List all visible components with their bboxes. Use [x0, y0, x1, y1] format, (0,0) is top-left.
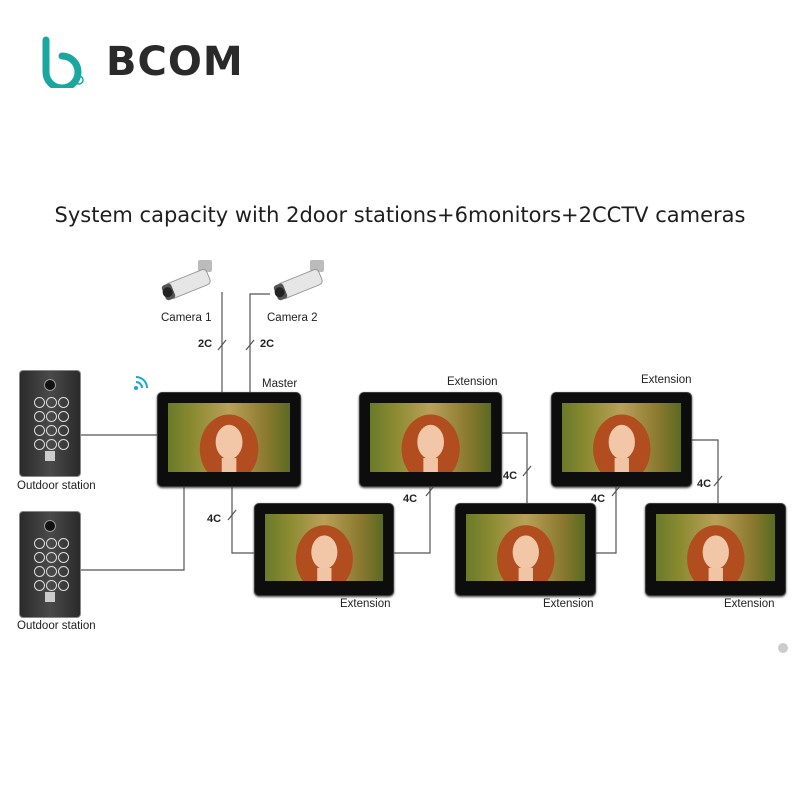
outdoor-station-1	[19, 370, 81, 477]
monitor-screen	[655, 514, 776, 582]
wire-station-2	[80, 485, 185, 571]
card-reader-icon	[45, 451, 55, 461]
cable-label-4c: 4C	[591, 493, 606, 505]
wire-master-ext1	[231, 485, 254, 554]
camera-1-label: Camera 1	[161, 312, 212, 324]
extension-label: Extension	[641, 374, 692, 386]
cable-label-camera-1: 2C	[198, 338, 213, 350]
outdoor-station-label: Outdoor station	[17, 480, 96, 492]
monitor-screen	[465, 514, 586, 582]
brand-logo: BCOM	[38, 36, 244, 88]
wire-camera-2	[249, 293, 270, 392]
wire-ext3-ext4	[594, 485, 617, 554]
wire-ext4-ext5	[690, 439, 719, 503]
extension-monitor-4	[455, 503, 596, 596]
extension-monitor-5	[645, 503, 786, 596]
extension-label: Extension	[543, 598, 594, 610]
station-camera-icon	[44, 520, 56, 532]
cctv-camera-1	[158, 258, 222, 301]
extension-label: Extension	[724, 598, 775, 610]
cctv-camera-icon	[273, 260, 324, 301]
monitor-screen	[264, 514, 384, 582]
card-reader-icon	[45, 592, 55, 602]
master-label: Master	[262, 378, 298, 390]
monitor-screen	[561, 403, 682, 473]
cable-label-camera-2: 2C	[260, 338, 275, 350]
keypad	[34, 538, 69, 591]
master-monitor	[157, 392, 301, 487]
wire-ext2-ext3	[500, 432, 528, 503]
monitor-screen	[369, 403, 492, 473]
cable-label-4c: 4C	[207, 513, 222, 525]
extension-label: Extension	[447, 376, 498, 388]
cctv-camera-icon	[161, 260, 212, 301]
wifi-icon	[132, 372, 152, 397]
wire-ext1-ext2	[392, 485, 431, 554]
keypad	[34, 397, 69, 450]
camera-2-label: Camera 2	[267, 312, 318, 324]
outdoor-station-label: Outdoor station	[17, 620, 96, 632]
cable-label-4c: 4C	[403, 493, 418, 505]
bcom-logo-icon	[42, 36, 84, 88]
extension-label: Extension	[340, 598, 391, 610]
cable-label-4c: 4C	[697, 478, 712, 490]
decorative-dot	[778, 643, 788, 653]
brand-name: BCOM	[106, 39, 244, 85]
diagram-title: System capacity with 2door stations+6mon…	[54, 203, 746, 227]
outdoor-station-2	[19, 511, 81, 618]
extension-monitor-3	[254, 503, 394, 596]
monitor-screen	[167, 403, 291, 473]
extension-monitor-2	[551, 392, 692, 487]
cctv-camera-2	[270, 258, 334, 301]
extension-monitor-1	[359, 392, 502, 487]
cable-label-4c: 4C	[503, 470, 518, 482]
station-camera-icon	[44, 379, 56, 391]
